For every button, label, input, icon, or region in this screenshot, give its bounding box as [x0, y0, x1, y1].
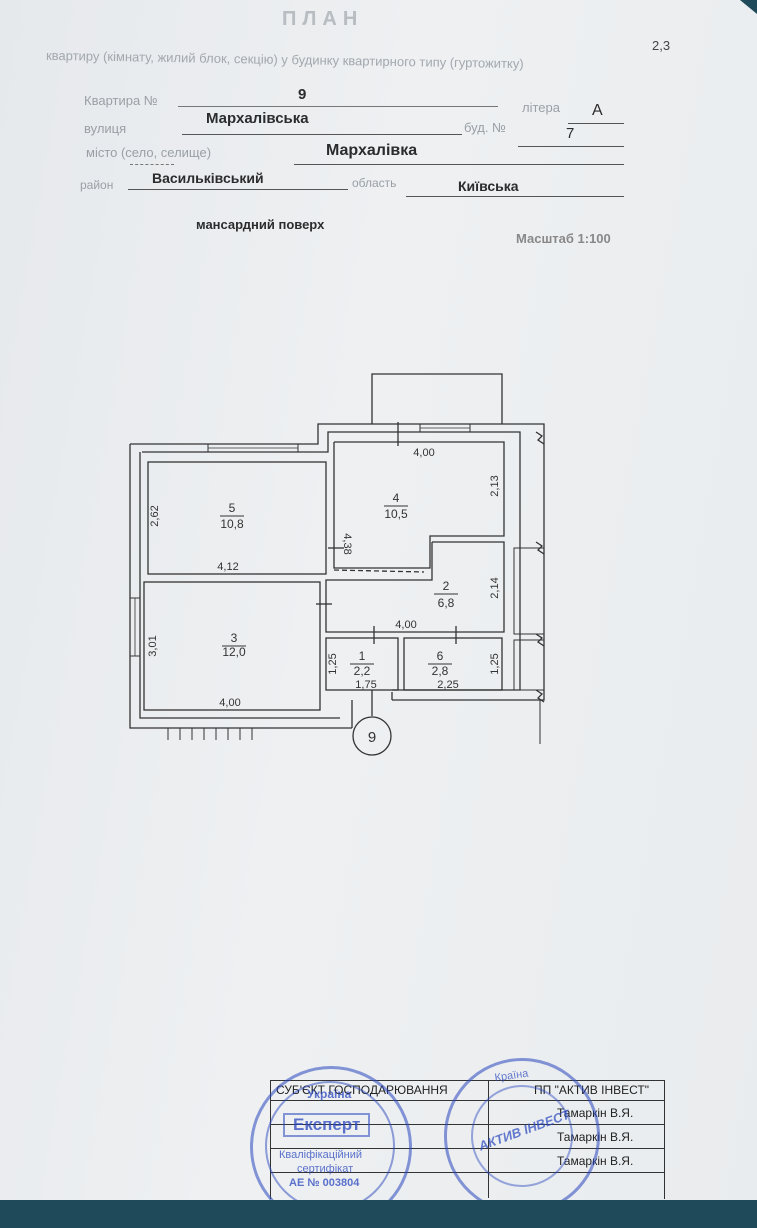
signer-row-1: Тамаркін В.Я.	[557, 1106, 634, 1120]
signer-row-2: Тамаркін В.Я.	[557, 1130, 634, 1144]
room-2-number: 2	[443, 579, 450, 593]
room-6-area: 2,8	[432, 664, 449, 678]
document-title: ПЛАН	[282, 8, 364, 30]
expert-stamp-top: Україна	[307, 1087, 352, 1101]
room-5-outline	[147, 461, 327, 575]
room-3-area: 12,0	[222, 645, 246, 659]
building-value: 7	[566, 125, 575, 142]
building-label: буд. №	[464, 120, 506, 135]
street-value: Мархалівська	[206, 110, 309, 127]
document-sheet: 2,3 ПЛАН квартиру (кімнату, жилий блок, …	[0, 0, 757, 1200]
expert-stamp: Україна Експерт Кваліфікаційний сертифік…	[250, 1066, 412, 1200]
dim-room4-width: 4,00	[413, 447, 434, 459]
page-reference: 2,3	[652, 38, 671, 53]
floor-label: мансардний поверх	[196, 217, 325, 232]
district-label: район	[80, 178, 114, 192]
dim-room6-width: 2,25	[437, 679, 458, 691]
dim-room1-height: 1,25	[327, 653, 339, 674]
balcony-outline	[371, 373, 503, 424]
dim-room2-height: 2,14	[489, 577, 501, 598]
expert-stamp-line1: Кваліфікаційний	[279, 1149, 363, 1161]
dim-room1-width: 1,75	[355, 679, 376, 691]
outer-wall-west-inner	[139, 452, 340, 719]
room-4-outline	[333, 441, 505, 569]
room-3-number: 3	[231, 631, 238, 645]
district-underline	[128, 189, 348, 190]
region-value: Київська	[458, 178, 519, 194]
room-1-area: 2,2	[354, 664, 371, 678]
dim-room3-height: 3,01	[147, 635, 159, 656]
room-1-outline	[325, 637, 399, 691]
letter-label: літера	[522, 100, 560, 115]
room-6-outline	[403, 637, 503, 691]
city-label-dash	[130, 164, 174, 165]
expert-stamp-line3: АЕ № 003804	[289, 1177, 360, 1189]
company-stamp-top: Країна	[493, 1067, 530, 1085]
room-4-area: 10,5	[384, 507, 408, 521]
org-right-label: ПП "АКТИВ ІНВЕСТ"	[534, 1083, 649, 1097]
dim-room4-height: 2,13	[489, 475, 501, 496]
region-label: область	[352, 176, 397, 190]
dim-room5-height: 2,62	[149, 505, 161, 526]
apartment-marker-number: 9	[368, 729, 376, 746]
floor-plan: 5 10,8 4 10,5 2 6,8 3 12,0 1 2,2 6 2,8 4…	[129, 373, 545, 756]
city-underline	[294, 164, 624, 165]
room-5-number: 5	[229, 501, 236, 515]
apartment-marker-circle	[352, 716, 392, 756]
street-label: вулиця	[84, 121, 127, 136]
dim-room3-width: 4,00	[219, 697, 240, 709]
room-2-outline	[325, 541, 505, 633]
apartment-underline	[178, 106, 498, 107]
street-underline	[182, 134, 462, 135]
city-value: Мархалівка	[326, 142, 418, 159]
room-4-number: 4	[393, 491, 400, 505]
letter-value: А	[592, 102, 603, 119]
dim-room4-left: 4,38	[341, 533, 353, 554]
room-5-area: 10,8	[220, 517, 244, 531]
room-1-number: 1	[359, 649, 366, 663]
dim-room6-height: 1,25	[489, 653, 501, 674]
apartment-label: Квартира №	[84, 93, 158, 108]
apartment-value: 9	[298, 86, 307, 103]
expert-stamp-line2: сертифікат	[297, 1163, 354, 1175]
room-2-area: 6,8	[438, 596, 455, 610]
room-6-number: 6	[437, 649, 444, 663]
region-underline	[406, 196, 624, 197]
room-3-outline	[143, 581, 321, 711]
city-label: місто (село, селище)	[86, 145, 212, 160]
dim-room5-width: 4,12	[217, 561, 238, 573]
outer-wall-inner	[142, 431, 521, 691]
scale-label: Масштаб 1:100	[516, 231, 611, 246]
letter-underline	[568, 123, 624, 124]
signer-row-3: Тамаркін В.Я.	[557, 1154, 634, 1168]
district-value: Васильківський	[152, 170, 264, 186]
building-underline	[518, 146, 624, 147]
expert-stamp-center: Експерт	[283, 1113, 371, 1137]
outer-wall-west	[129, 444, 352, 729]
dim-room2-width: 4,00	[395, 619, 416, 631]
